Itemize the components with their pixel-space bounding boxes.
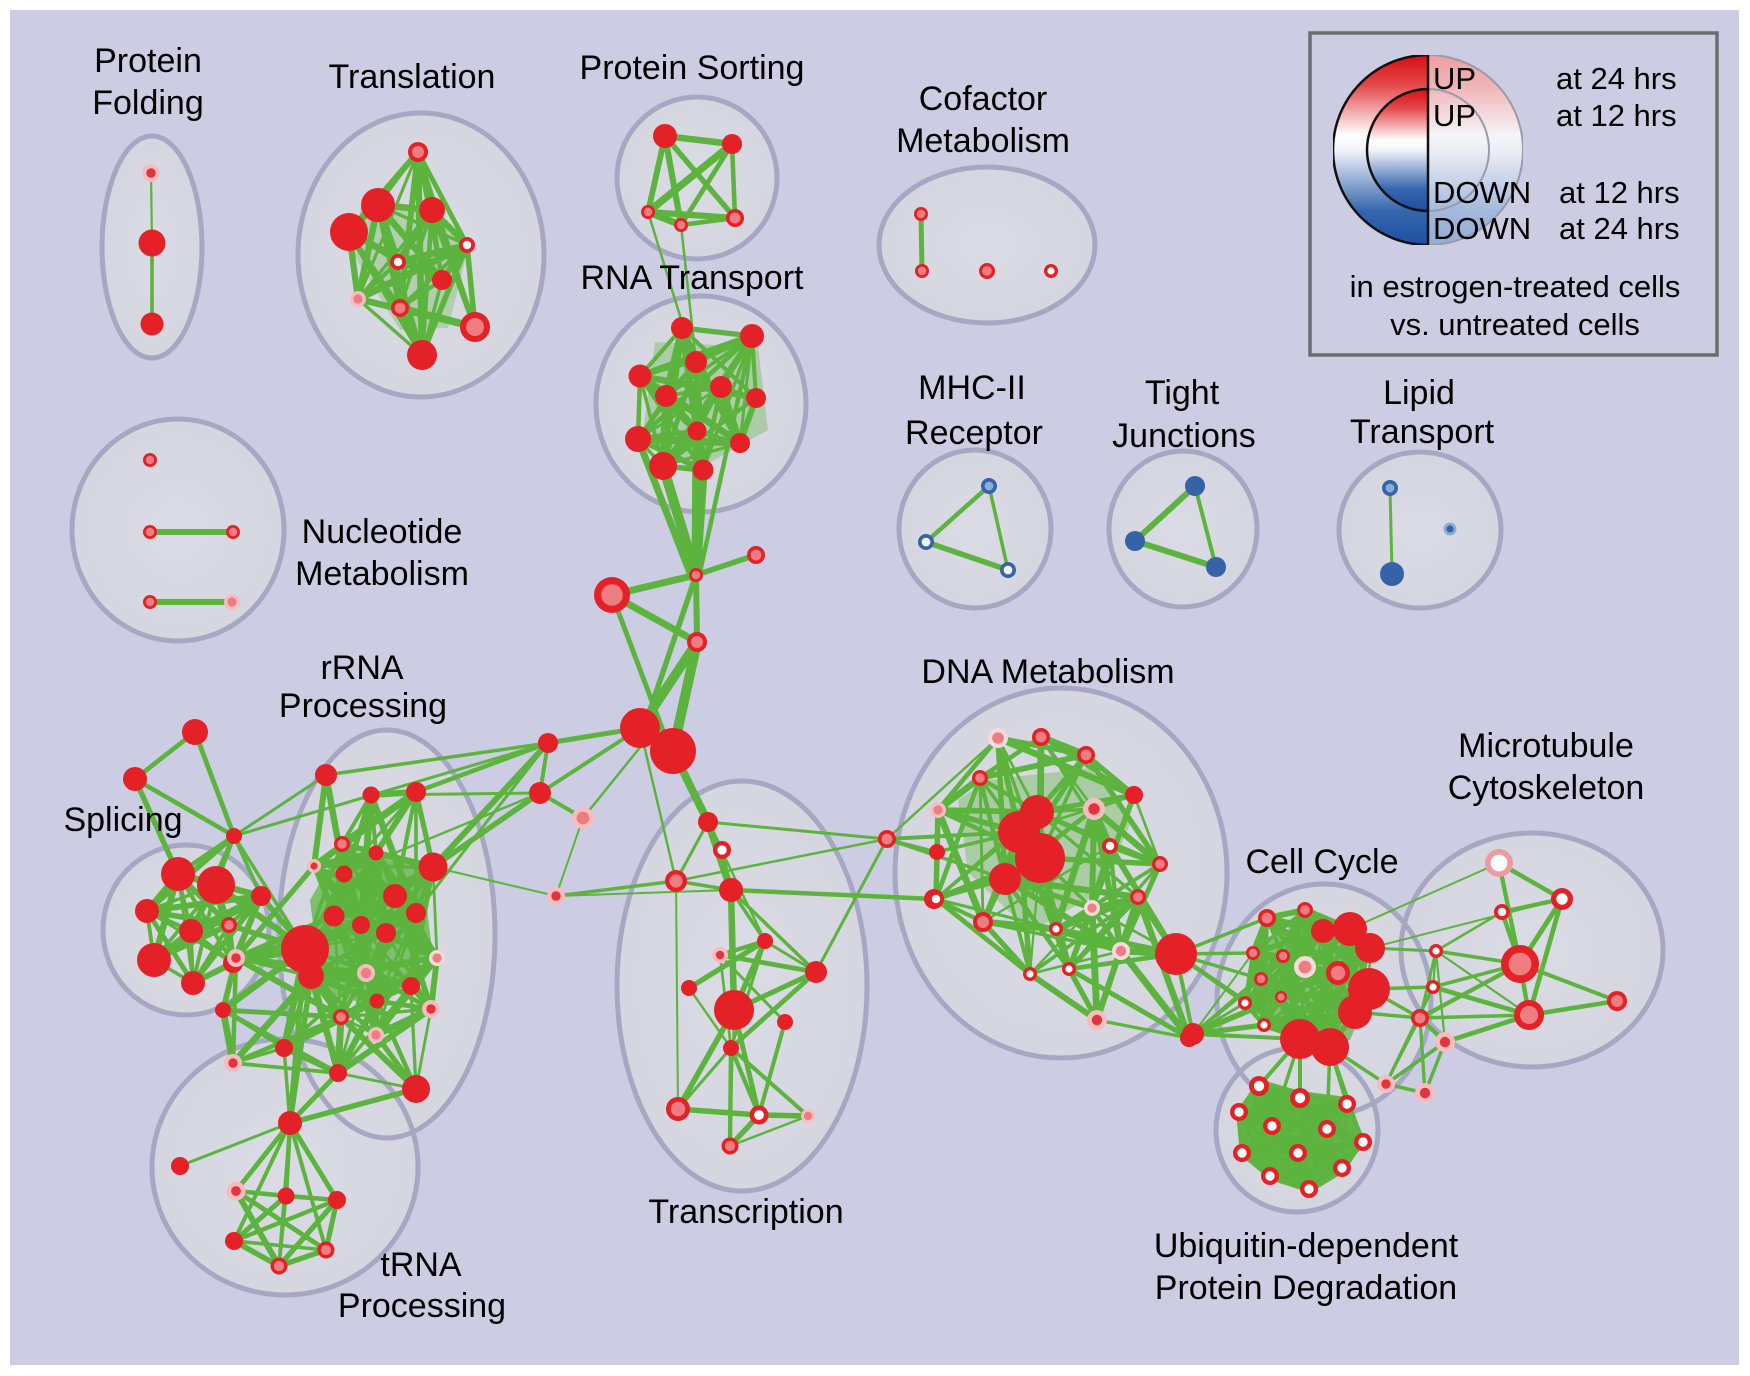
svg-text:Translation: Translation [329, 58, 496, 96]
svg-text:at 12 hrs: at 12 hrs [1556, 98, 1677, 133]
svg-text:Protein Sorting: Protein Sorting [580, 49, 805, 87]
svg-text:UP: UP [1433, 98, 1476, 133]
svg-text:DOWN: DOWN [1433, 175, 1531, 210]
svg-text:Cofactor: Cofactor [919, 80, 1048, 118]
svg-text:MHC-II: MHC-II [918, 369, 1026, 407]
svg-text:UP: UP [1433, 61, 1476, 96]
svg-text:Cytoskeleton: Cytoskeleton [1448, 769, 1645, 807]
svg-text:at 24 hrs: at 24 hrs [1559, 211, 1680, 246]
svg-text:Nucleotide: Nucleotide [302, 513, 463, 551]
svg-text:Transport: Transport [1350, 413, 1495, 451]
svg-text:in estrogen-treated cells: in estrogen-treated cells [1350, 269, 1681, 304]
svg-text:Tight: Tight [1145, 374, 1220, 412]
svg-text:Junctions: Junctions [1112, 417, 1256, 455]
svg-text:Metabolism: Metabolism [896, 122, 1070, 160]
svg-text:Ubiquitin-dependent: Ubiquitin-dependent [1154, 1227, 1459, 1265]
svg-text:Lipid: Lipid [1383, 374, 1455, 412]
svg-text:Transcription: Transcription [648, 1193, 843, 1231]
svg-text:Microtubule: Microtubule [1458, 727, 1634, 765]
svg-text:Cell Cycle: Cell Cycle [1245, 843, 1398, 881]
svg-text:DOWN: DOWN [1433, 211, 1531, 246]
svg-text:at 12 hrs: at 12 hrs [1559, 175, 1680, 210]
svg-text:Protein: Protein [94, 42, 202, 80]
svg-text:at 24 hrs: at 24 hrs [1556, 61, 1677, 96]
svg-text:Splicing: Splicing [63, 801, 182, 839]
svg-text:rRNA: rRNA [320, 649, 403, 687]
svg-text:RNA Transport: RNA Transport [581, 259, 805, 297]
svg-text:vs. untreated cells: vs. untreated cells [1390, 307, 1640, 342]
svg-text:Receptor: Receptor [905, 414, 1043, 452]
svg-text:tRNA: tRNA [380, 1246, 462, 1284]
svg-text:DNA Metabolism: DNA Metabolism [921, 653, 1174, 691]
svg-text:Processing: Processing [338, 1287, 506, 1325]
svg-text:Protein Degradation: Protein Degradation [1155, 1269, 1457, 1307]
svg-text:Folding: Folding [92, 84, 204, 122]
svg-text:Metabolism: Metabolism [295, 555, 469, 593]
svg-text:Processing: Processing [279, 687, 447, 725]
